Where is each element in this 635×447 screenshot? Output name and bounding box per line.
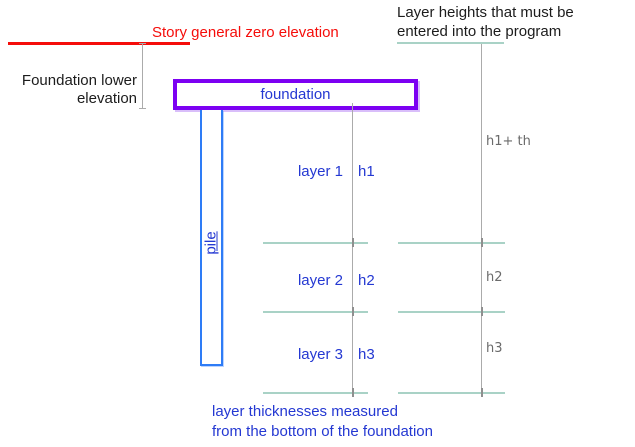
tick-mark <box>481 388 483 397</box>
foundation-lower-elevation-line2: elevation <box>76 90 137 107</box>
pile-label: pile <box>202 231 220 255</box>
dimension-end-tick <box>139 43 146 44</box>
foundation-depth-dimension-line <box>142 43 143 109</box>
layer-thickness-caption-line1: layer thicknesses measured <box>212 403 398 420</box>
layer-heights-heading-line1: Layer heights that must be <box>397 4 574 21</box>
layer-dimension-line-middle <box>352 103 353 393</box>
foundation-lower-elevation-line1: Foundation lower <box>21 72 137 89</box>
layer-3-height-label: h3 <box>358 346 375 363</box>
tick-mark <box>352 307 354 316</box>
layer-3-label: layer 3 <box>297 346 343 363</box>
foundation-box: foundation <box>173 79 418 110</box>
dimension-end-tick <box>139 108 146 109</box>
tick-mark <box>352 388 354 397</box>
layer-boundary-tick <box>398 311 505 313</box>
layer-1-height-label: h1 <box>358 163 375 180</box>
pile-column <box>200 110 223 366</box>
program-height-1-label: h1+ th <box>486 134 531 149</box>
layer-heights-heading-line2: entered into the program <box>397 23 562 40</box>
tick-mark <box>352 238 354 247</box>
story-zero-elevation-line <box>8 42 190 45</box>
layer-boundary-tick <box>263 311 368 313</box>
layer-1-label: layer 1 <box>297 163 343 180</box>
layer-boundary-tick <box>398 392 505 394</box>
layer-thickness-caption: layer thicknesses measured from the bott… <box>212 402 433 442</box>
heading-underline <box>397 42 504 44</box>
tick-mark <box>481 238 483 247</box>
tick-mark <box>481 307 483 316</box>
layer-boundary-tick <box>398 242 505 244</box>
layer-2-label: layer 2 <box>297 272 343 289</box>
layer-dimension-line-right <box>481 44 482 393</box>
foundation-label: foundation <box>260 86 331 103</box>
layer-boundary-tick <box>263 392 368 394</box>
layer-heights-heading: Layer heights that must be entered into … <box>397 3 574 41</box>
foundation-lower-elevation-label: Foundation lower elevation <box>5 72 137 108</box>
story-zero-elevation-label: Story general zero elevation <box>152 24 339 41</box>
layer-thickness-caption-line2: from the bottom of the foundation <box>212 423 433 440</box>
program-height-2-label: h2 <box>486 270 503 285</box>
program-height-3-label: h3 <box>486 341 503 356</box>
layer-boundary-tick <box>263 242 368 244</box>
layer-2-height-label: h2 <box>358 272 375 289</box>
